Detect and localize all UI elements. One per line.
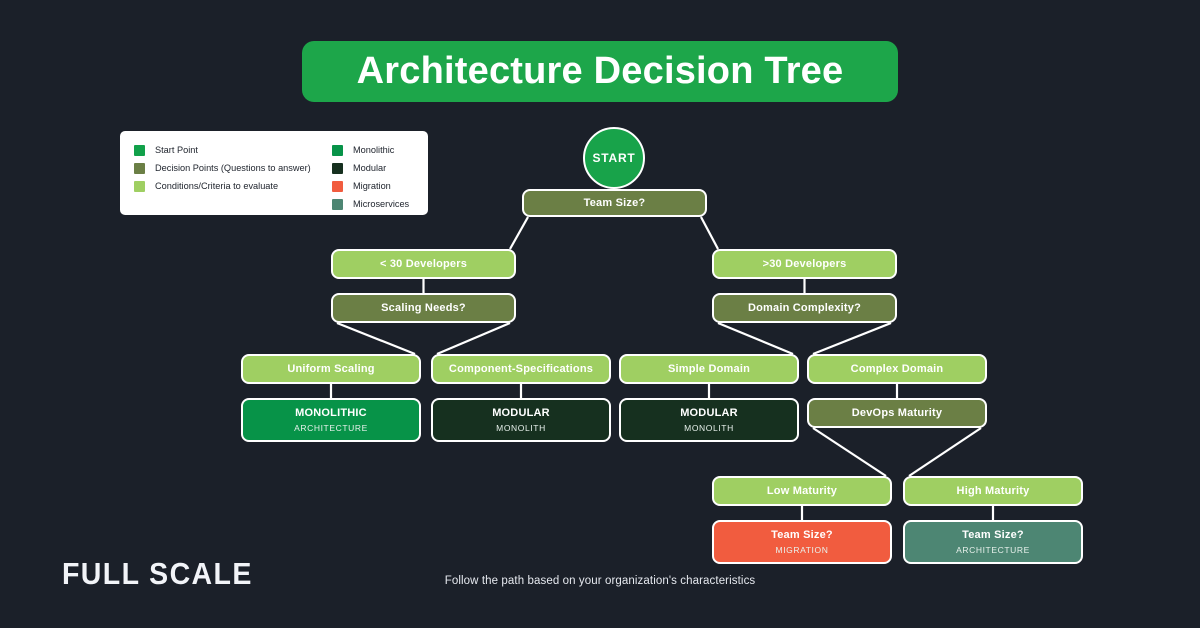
tree-node-gt30[interactable]: >30 Developers	[712, 249, 897, 279]
tree-node-title: MODULAR	[492, 407, 550, 419]
brand-logo: FULL SCALE	[62, 556, 253, 591]
legend-label: Decision Points (Questions to answer)	[155, 163, 311, 173]
legend-label: Conditions/Criteria to evaluate	[155, 181, 279, 191]
tree-node-subtitle: MONOLITH	[684, 423, 734, 433]
tree-node-title: Uniform Scaling	[287, 362, 375, 375]
legend-item-right-3: Microservices	[332, 197, 409, 212]
tree-node-subtitle: MONOLITH	[496, 423, 546, 433]
page-title-banner: Architecture Decision Tree	[302, 41, 898, 102]
tree-node-modular-1[interactable]: MODULAR MONOLITH	[431, 398, 611, 442]
tree-node-title: High Maturity	[956, 484, 1030, 497]
tree-node-subtitle: MIGRATION	[775, 545, 829, 555]
legend-item-left-1: Decision Points (Questions to answer)	[134, 161, 311, 176]
tree-node-domain-cx[interactable]: Domain Complexity?	[712, 293, 897, 323]
tree-node-migration[interactable]: Team Size? MIGRATION	[712, 520, 892, 564]
tree-node-simple-dom[interactable]: Simple Domain	[619, 354, 799, 384]
tree-node-team-size[interactable]: Team Size?	[522, 189, 707, 217]
tree-node-title: Team Size?	[771, 529, 833, 541]
legend-swatch-icon	[134, 163, 145, 174]
tree-node-title: MONOLITHIC	[295, 407, 367, 419]
legend-label: Modular	[353, 163, 387, 173]
tree-node-title: Scaling Needs?	[381, 301, 466, 314]
tree-node-complex-dom[interactable]: Complex Domain	[807, 354, 987, 384]
tree-node-uniform[interactable]: Uniform Scaling	[241, 354, 421, 384]
connector-devops-to-high-mat	[908, 427, 982, 477]
tree-node-title: DevOps Maturity	[851, 406, 943, 419]
tree-node-low-mat[interactable]: Low Maturity	[712, 476, 892, 506]
tree-node-title: MODULAR	[680, 407, 738, 419]
tree-node-title: Team Size?	[962, 529, 1024, 541]
tree-node-devops[interactable]: DevOps Maturity	[807, 398, 987, 428]
tree-node-title: START	[592, 150, 636, 165]
tree-node-title: Complex Domain	[850, 362, 944, 375]
tree-node-title: Team Size?	[583, 196, 646, 209]
tree-node-lt30[interactable]: < 30 Developers	[331, 249, 516, 279]
footer-caption: Follow the path based on your organizati…	[444, 575, 756, 587]
legend-label: Migration	[353, 181, 391, 191]
tree-node-modular-2[interactable]: MODULAR MONOLITH	[619, 398, 799, 442]
legend-swatch-icon	[332, 163, 343, 174]
tree-node-high-mat[interactable]: High Maturity	[903, 476, 1083, 506]
tree-node-monolithic[interactable]: MONOLITHIC ARCHITECTURE	[241, 398, 421, 442]
connector-domain-cx-to-simple-dom	[717, 321, 794, 356]
tree-node-title: Domain Complexity?	[747, 301, 861, 314]
tree-node-microservices[interactable]: Team Size? ARCHITECTURE	[903, 520, 1083, 564]
legend-swatch-icon	[134, 181, 145, 192]
tree-node-start[interactable]: START	[583, 127, 645, 189]
connector-scaling-to-component	[436, 321, 511, 356]
tree-node-subtitle: ARCHITECTURE	[956, 545, 1030, 555]
page-title: Architecture Decision Tree	[356, 50, 844, 92]
legend-swatch-icon	[332, 181, 343, 192]
legend-swatch-icon	[134, 145, 145, 156]
tree-node-title: < 30 Developers	[379, 257, 468, 270]
tree-node-scaling[interactable]: Scaling Needs?	[331, 293, 516, 323]
legend-label: Start Point	[155, 145, 198, 155]
connector-team-size-to-lt30	[509, 216, 529, 250]
tree-node-component[interactable]: Component-Specifications	[431, 354, 611, 384]
legend-item-right-0: Monolithic	[332, 143, 409, 158]
legend-swatch-icon	[332, 145, 343, 156]
connector-team-size-to-gt30	[700, 216, 719, 250]
legend-label: Monolithic	[353, 145, 395, 155]
connector-domain-cx-to-complex-dom	[812, 321, 892, 356]
tree-node-title: >30 Developers	[762, 257, 847, 270]
tree-node-title: Low Maturity	[766, 484, 838, 497]
connector-scaling-to-uniform	[336, 321, 416, 356]
legend-label: Microservices	[353, 199, 410, 209]
tree-node-title: Component-Specifications	[448, 362, 594, 375]
legend-item-right-1: Modular	[332, 161, 409, 176]
legend-item-right-2: Migration	[332, 179, 409, 194]
legend-item-left-2: Conditions/Criteria to evaluate	[134, 179, 311, 194]
tree-node-subtitle: ARCHITECTURE	[294, 423, 368, 433]
connector-devops-to-low-mat	[812, 427, 887, 477]
legend-item-left-0: Start Point	[134, 143, 311, 158]
legend-swatch-icon	[332, 199, 343, 210]
tree-node-title: Simple Domain	[667, 362, 751, 375]
